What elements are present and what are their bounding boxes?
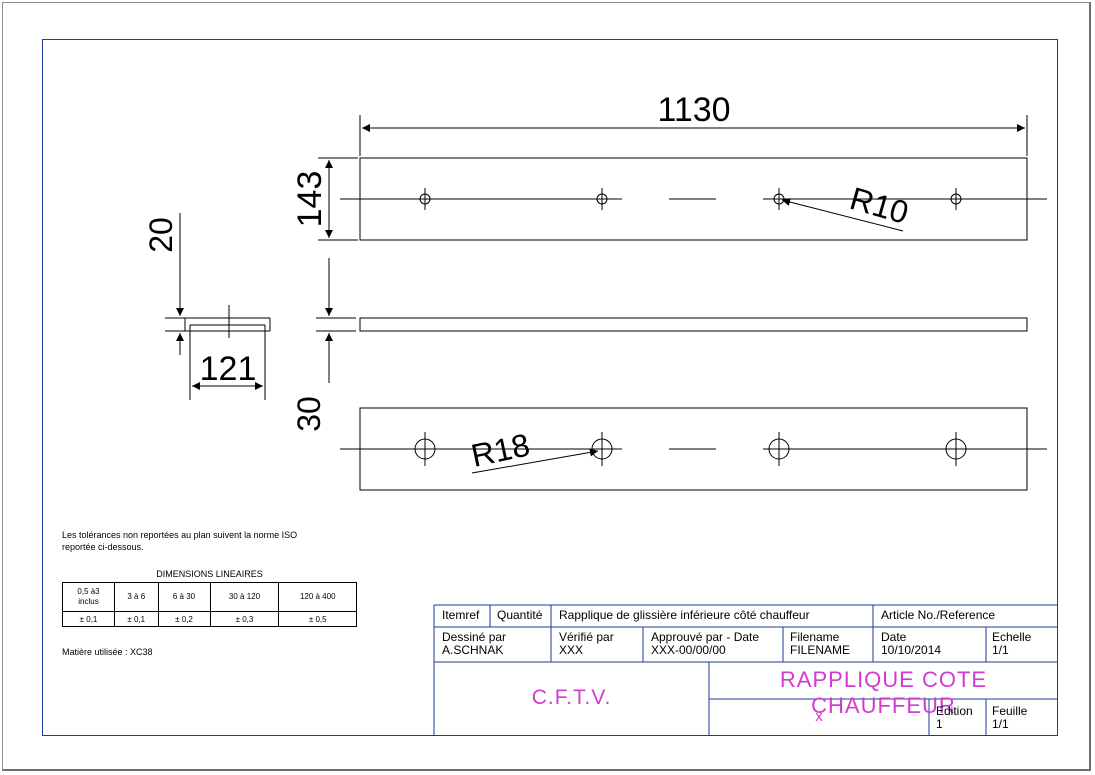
tolerance-note-line2: reportée ci-dessous. — [62, 542, 144, 552]
tol-value-4: ± 0,3 — [209, 611, 280, 627]
dim-30: 30 — [291, 396, 327, 432]
tolerance-table: 0,5 à3 inclus 3 à 6 6 à 30 30 à 120 120 … — [62, 582, 357, 627]
dim-121: 121 — [200, 350, 257, 388]
tb-description: Rapplique de glissière inférieure côté c… — [559, 608, 810, 622]
tolerance-note-line1: Les tolérances non reportées au plan sui… — [62, 530, 298, 540]
tol-value-5: ± 0,5 — [278, 611, 357, 627]
hole-top-1 — [419, 188, 431, 210]
tb-dessine-value: A.SCHNAK — [442, 643, 504, 657]
tol-header-1: 0,5 à3 inclus — [62, 582, 115, 612]
tb-itemref: Itemref — [442, 608, 480, 622]
material-note: Matière utilisée : XC38 — [62, 647, 153, 657]
tb-echelle-label: Echelle — [992, 630, 1032, 644]
tb-article-ref: Article No./Reference — [881, 608, 996, 622]
tb-date-label: Date — [881, 630, 907, 644]
tolerance-note: Les tolérances non reportées au plan sui… — [62, 529, 332, 553]
tb-approuve-label: Approuvé par - Date — [651, 630, 760, 644]
tb-echelle: Echelle 1/1 — [992, 630, 1031, 657]
side-view-bar — [359, 317, 1028, 332]
tb-filename: Filename FILENAME — [790, 630, 850, 657]
tb-dessine-label: Dessiné par — [442, 630, 507, 644]
tb-approuve-value: XXX-00/00/00 — [651, 643, 726, 657]
tb-subtitle: x — [815, 708, 823, 725]
r18-leader — [471, 448, 599, 474]
tol-header-3: 6 à 30 — [157, 582, 211, 612]
tol-header-5: 120 à 400 — [278, 582, 357, 612]
tol-value-3: ± 0,2 — [157, 611, 211, 627]
tol-header-2: 3 à 6 — [114, 582, 159, 612]
tb-verifie: Vérifié par XXX — [559, 630, 614, 657]
tb-feuille: Feuille 1/1 — [992, 704, 1027, 731]
hole-bottom-4 — [945, 432, 967, 466]
tb-echelle-value: 1/1 — [992, 643, 1009, 657]
tb-filename-label: Filename — [790, 630, 840, 644]
dim-r10: R10 — [846, 180, 912, 231]
tolerance-table-title: DIMENSIONS LINEAIRES — [156, 569, 263, 579]
tol-header-4: 30 à 120 — [209, 582, 280, 612]
tb-title: RAPPLIQUE COTE CHAUFFEUR — [779, 667, 988, 718]
dim-20: 20 — [143, 217, 179, 253]
tb-verifie-label: Vérifié par — [559, 630, 614, 644]
title-block-lines — [433, 604, 1058, 736]
hole-top-2 — [596, 188, 608, 210]
tb-edition-label: Edition — [936, 704, 973, 718]
dim-r18: R18 — [468, 426, 533, 473]
tb-date-value: 10/10/2014 — [881, 643, 942, 657]
tol-value-2: ± 0,1 — [114, 611, 159, 627]
hole-top-4 — [950, 188, 962, 210]
hole-bottom-1 — [414, 432, 436, 466]
tb-verifie-value: XXX — [559, 643, 584, 657]
tb-feuille-value: 1/1 — [992, 717, 1009, 731]
tb-date: Date 10/10/2014 — [881, 630, 941, 657]
tb-edition: Edition 1 — [936, 704, 973, 731]
tb-filename-value: FILENAME — [790, 643, 851, 657]
dim-1130: 1130 — [657, 91, 730, 129]
tb-approuve: Approuvé par - Date XXX-00/00/00 — [651, 630, 759, 657]
tb-feuille-label: Feuille — [992, 704, 1028, 718]
dim-143: 143 — [291, 171, 329, 228]
tb-edition-value: 1 — [936, 717, 943, 731]
r10-leader — [781, 198, 904, 232]
tol-value-1: ± 0,1 — [62, 611, 115, 627]
tb-company: C.F.T.V. — [531, 686, 612, 709]
tb-dessine: Dessiné par A.SCHNAK — [442, 630, 506, 657]
drawing-border — [42, 39, 1058, 736]
hole-bottom-3 — [768, 432, 790, 466]
tb-quantite: Quantité — [497, 608, 543, 622]
section-profile — [165, 305, 271, 400]
